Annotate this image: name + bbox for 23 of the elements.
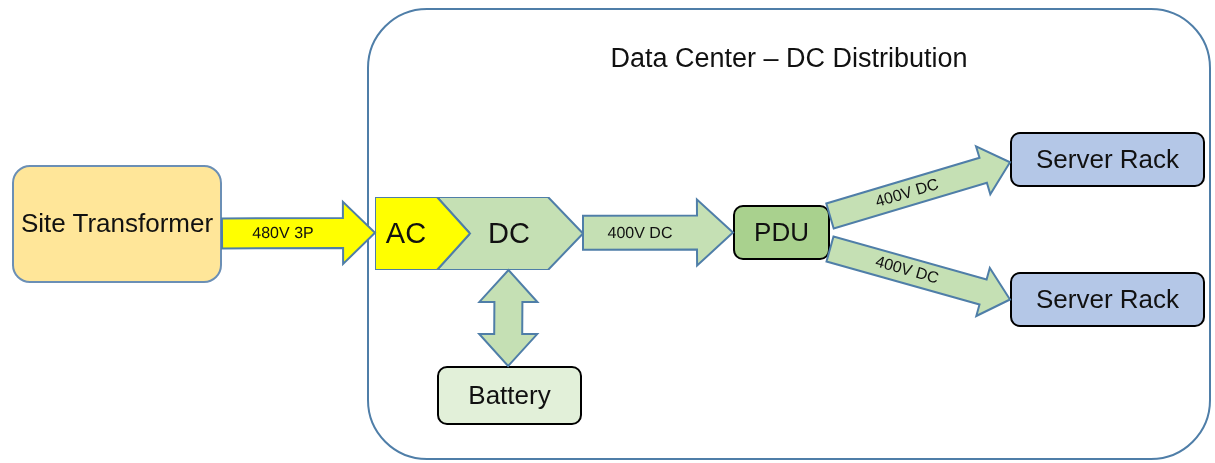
rounded-box xyxy=(1010,132,1205,187)
rounded-box xyxy=(437,366,582,425)
rounded-box xyxy=(12,165,222,283)
edge-label: 400V DC xyxy=(872,174,941,213)
edge-label: 400V DC xyxy=(607,222,673,243)
box-label: Server Rack xyxy=(1035,143,1179,176)
box-label: Server Rack xyxy=(1035,283,1179,316)
panel-title: Data Center – DC Distribution xyxy=(610,42,968,75)
block-arrow xyxy=(220,199,377,267)
box-label: AC xyxy=(385,215,427,251)
rounded-box xyxy=(733,205,830,260)
block-arrow xyxy=(825,144,1012,230)
box-label: PDU xyxy=(754,216,809,249)
box-label: Site Transformer xyxy=(20,207,214,241)
block-arrow xyxy=(582,197,735,268)
edge-label: 400V DC xyxy=(872,252,941,289)
block-arrow xyxy=(476,268,540,368)
edge-label: 480V 3P xyxy=(251,223,314,244)
rounded-box xyxy=(1010,272,1205,327)
container-panel xyxy=(367,8,1211,460)
box-label: DC xyxy=(488,215,530,251)
box-label: Battery xyxy=(468,379,551,412)
block-arrow xyxy=(825,235,1012,318)
